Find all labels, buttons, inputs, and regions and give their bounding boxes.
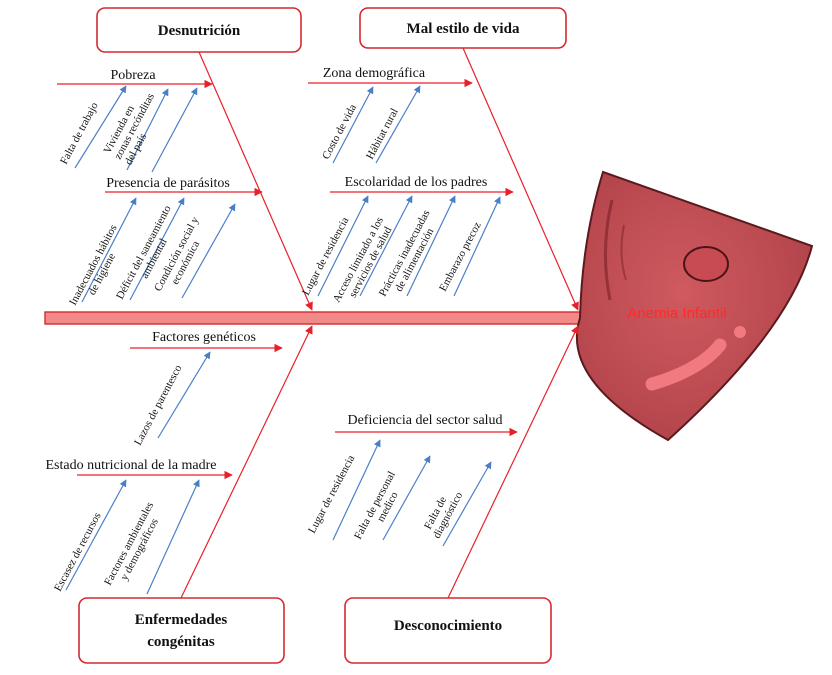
sub-arrow-embarazo (453, 196, 501, 297)
category-box-enfermedades (78, 597, 285, 664)
cause-parasitos: Presencia de parásitos (106, 176, 230, 191)
sub-arrow-habitat (375, 85, 421, 164)
sub-arrow-falta-trabajo (74, 85, 127, 169)
fish-eye (683, 246, 729, 282)
subcause-falta-trabajo: Falta de trabajo (58, 100, 101, 166)
category-enfermedades-line2: congénitas (147, 634, 215, 650)
spine (44, 311, 586, 325)
cause-geneticos: Factores genéticos (152, 330, 256, 345)
sub-arrow-saneamiento (129, 197, 185, 301)
cause-deficiencia: Deficiencia del sector salud (347, 413, 502, 428)
subcause-habitat: Hábitat rural (364, 106, 401, 161)
bone-mal-estilo (462, 47, 579, 311)
cause-estado-nutricional: Estado nutricional de la madre (45, 458, 216, 473)
sub-arrow-habitos (81, 197, 137, 303)
fish-head (575, 170, 814, 442)
category-enfermedades-line1: Enfermedades (135, 612, 228, 628)
sub-arrow-escasez (65, 479, 127, 591)
category-desnutricion: Desnutrición (158, 23, 241, 39)
subcause-escasez: Escasez de recursos (52, 511, 104, 594)
sub-arrow-personal (382, 455, 431, 541)
sub-arrow-factores-amb (146, 479, 200, 595)
cause-zona: Zona demográfica (323, 66, 426, 81)
bone-enfermedades (180, 325, 313, 599)
sub-arrow-lazos (157, 351, 211, 439)
sub-arrow-vivienda (126, 88, 169, 171)
sub-arrow-diagnostico (442, 461, 492, 547)
cause-escolaridad: Escolaridad de los padres (345, 175, 488, 190)
sub-arrow-lugar2 (332, 439, 381, 541)
sub-arrow-lugar1 (317, 195, 369, 297)
sub-arrow-practicas (406, 195, 456, 297)
sub-arrow-costo (332, 86, 374, 164)
cause-pobreza: Pobreza (110, 68, 156, 83)
bone-desconocimiento (447, 325, 579, 599)
sub-arrow-condicion (181, 203, 236, 299)
sub-arrow-acceso (359, 195, 413, 297)
subcause-costo: Costo de vida (320, 102, 359, 161)
category-mal-estilo: Mal estilo de vida (407, 21, 520, 37)
category-desconocimiento: Desconocimiento (394, 618, 502, 634)
sub-arrow-pais (151, 87, 198, 173)
subcause-lazos: Lazos de parentesco (132, 363, 185, 448)
bone-desnutricion (198, 51, 313, 311)
effect-label: Anemia Infantil (627, 305, 726, 322)
subcause-lugar2: Lugar de residencia (306, 453, 357, 535)
